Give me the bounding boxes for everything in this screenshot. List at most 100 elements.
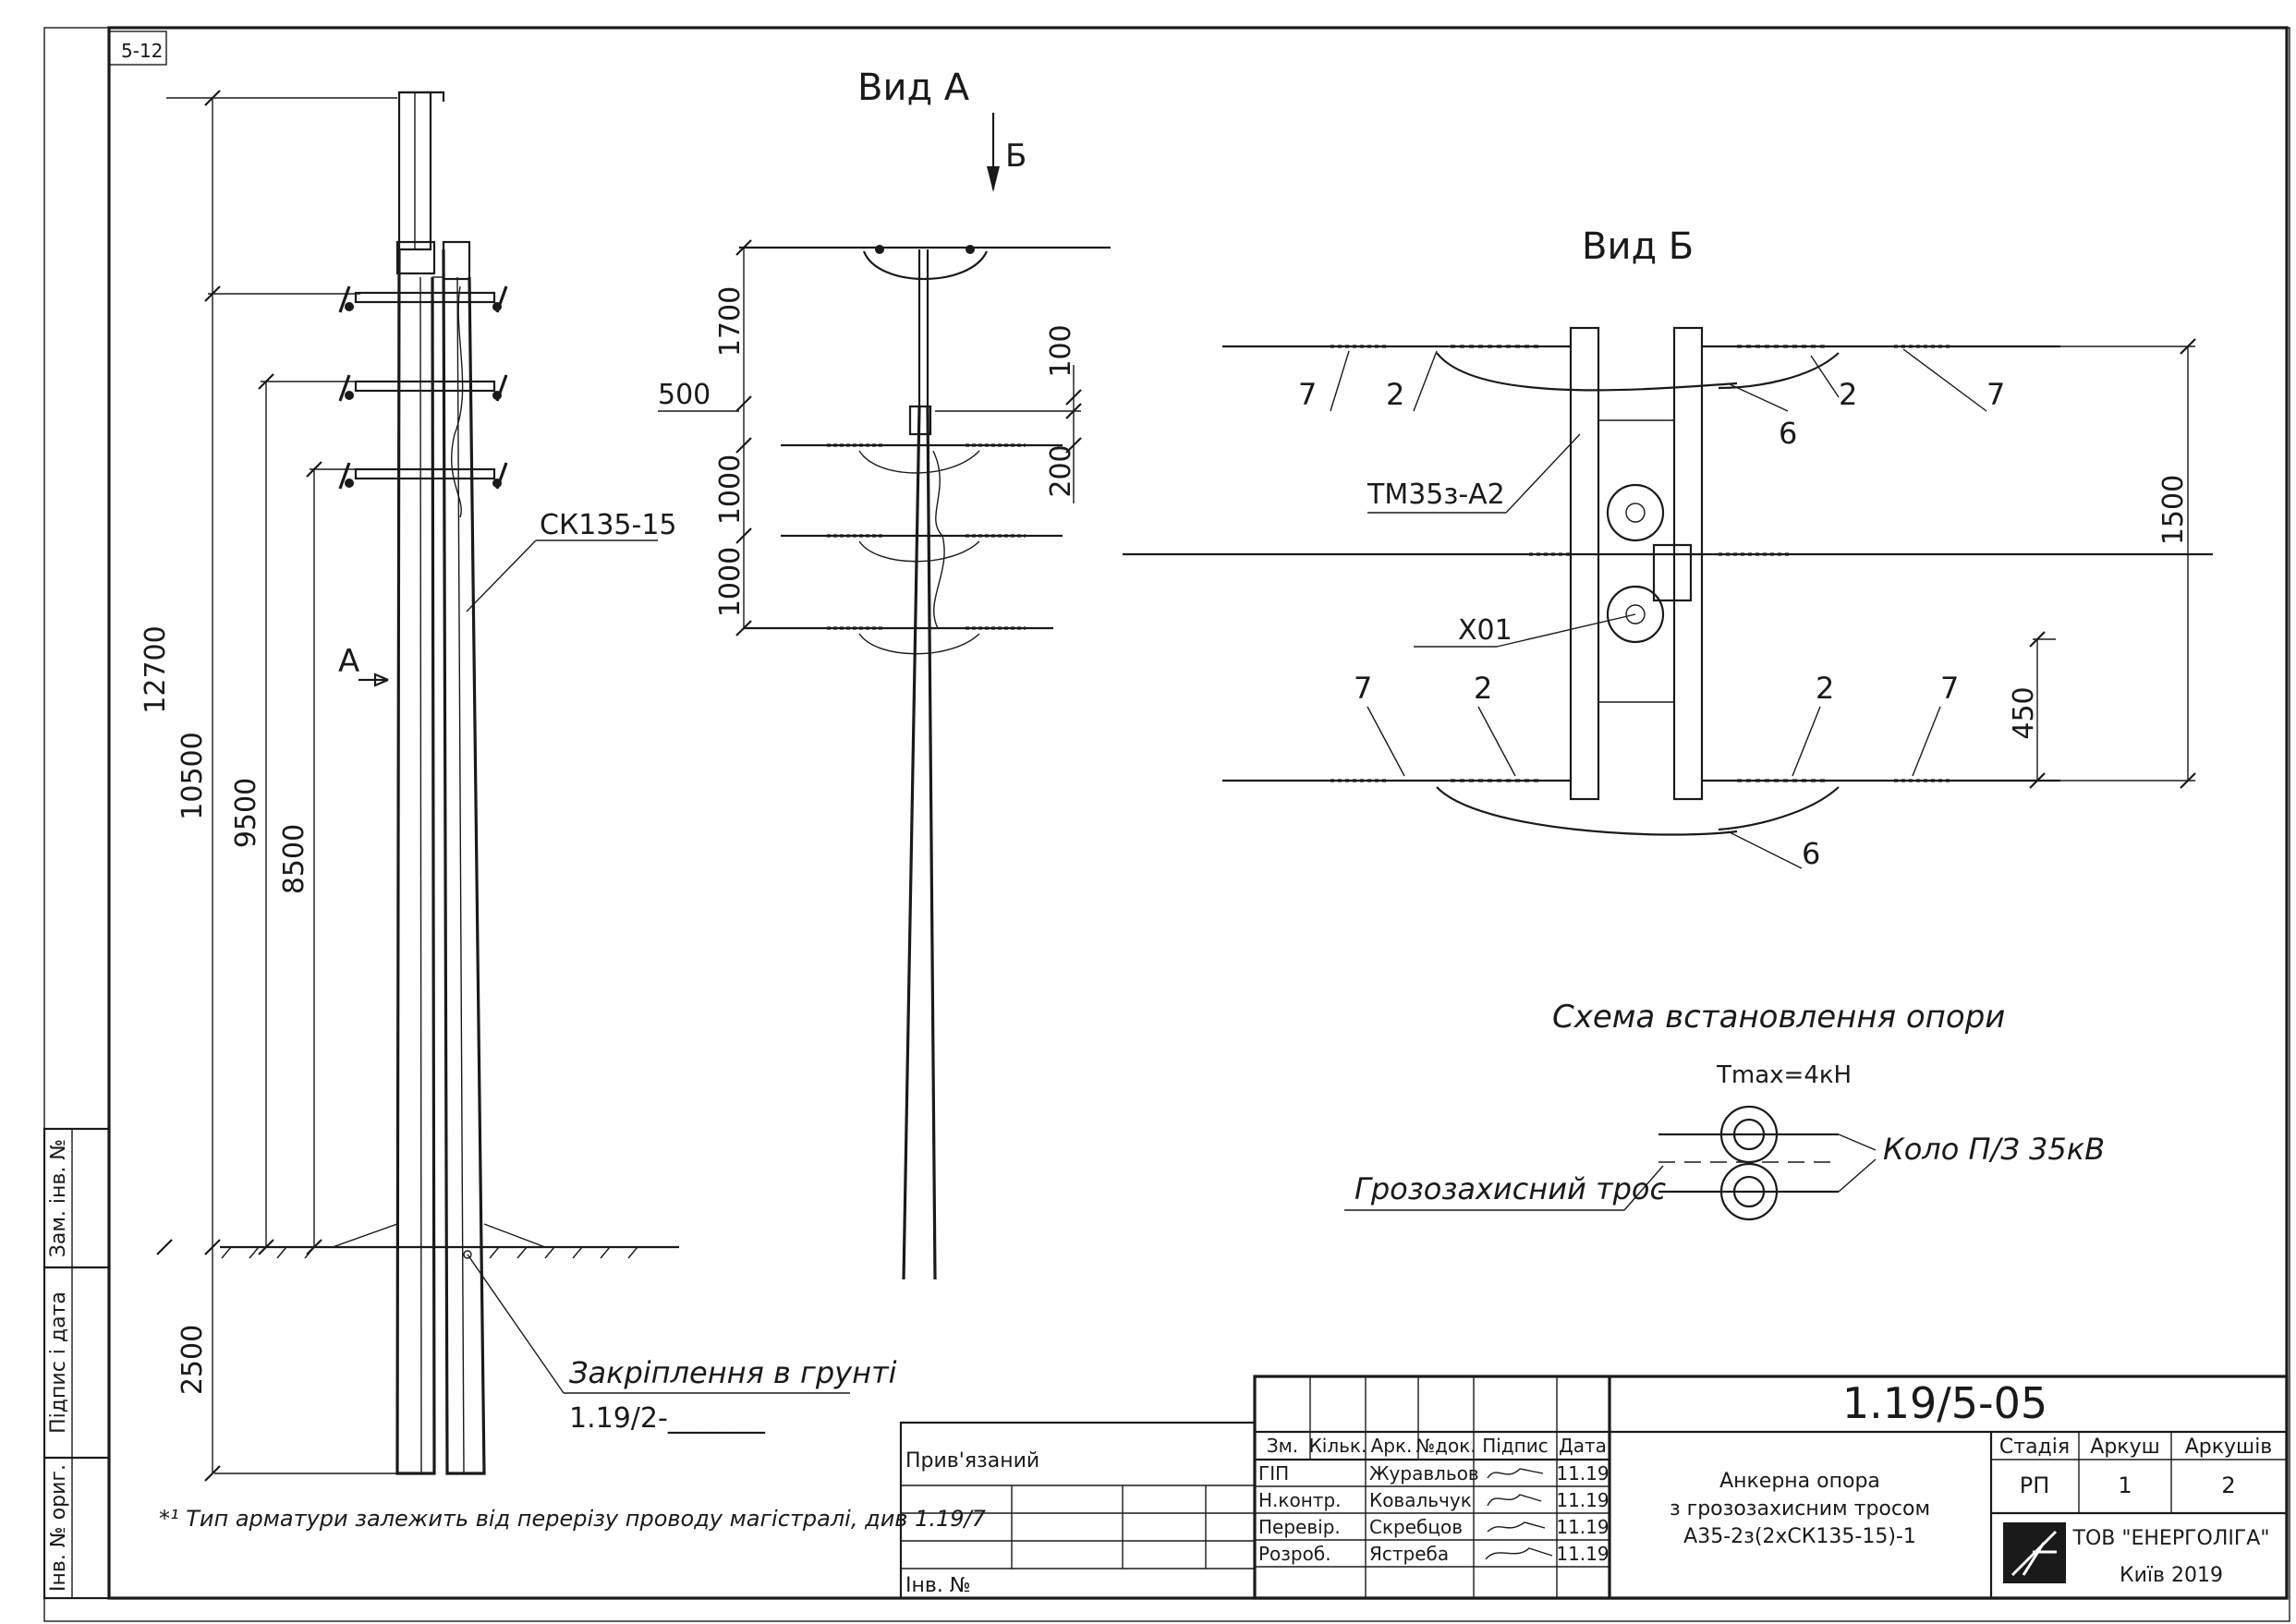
view-b-insulators xyxy=(1330,345,1950,782)
crossarm-upper xyxy=(338,285,508,313)
stamp-replaced-inv: Зам. інв. № xyxy=(47,1139,70,1258)
view-a-title: Вид А xyxy=(857,67,970,109)
part-2-ul: 2 xyxy=(1386,377,1404,412)
company-logo xyxy=(2003,1522,2066,1583)
part-7-lr: 7 xyxy=(1940,671,1959,706)
scheme-ground-wire-label: Грозозахисний трос xyxy=(1355,1171,1666,1206)
tb-stage-header: Стадія xyxy=(1999,1436,2070,1459)
part-2-ur: 2 xyxy=(1839,377,1857,412)
view-a-phase-2 xyxy=(781,534,1063,563)
sheet-id-box: 5-12 xyxy=(108,30,167,66)
tb-stage: РП xyxy=(2020,1473,2050,1498)
dim-12700: 12700 xyxy=(140,625,172,713)
tb-city-year: Київ 2019 xyxy=(2120,1564,2223,1587)
tb-h-date: Дата xyxy=(1559,1435,1607,1457)
dim-200: 200 xyxy=(1045,444,1077,497)
view-a-pole xyxy=(902,406,937,1280)
dim-100: 100 xyxy=(1045,324,1077,377)
tb-desc-3: А35-2з(2хСК135-15)-1 xyxy=(1683,1525,1916,1548)
tb-h-sheet: Арк. xyxy=(1371,1435,1413,1457)
tb-sheets: 2 xyxy=(2221,1473,2235,1498)
view-b-title: Вид Б xyxy=(1582,225,1694,268)
crossarm-middle xyxy=(338,374,508,402)
tb-sheet-header: Аркуш xyxy=(2090,1436,2159,1459)
pole-post-left xyxy=(395,248,436,1475)
label-tm35: ТМ35з-А2 xyxy=(1367,479,1505,511)
tb-h-change: Зм. xyxy=(1267,1435,1298,1457)
crossarm-lower xyxy=(338,462,508,490)
tb-desc-2: з грозозахисним тросом xyxy=(1670,1497,1930,1521)
dim-8500: 8500 xyxy=(278,824,310,894)
tb-name-3: Скребцов xyxy=(1369,1516,1463,1538)
part-7-ur: 7 xyxy=(1986,377,2005,412)
view-b: Вид Б xyxy=(1123,225,2213,871)
tb-role-3: Перевір. xyxy=(1258,1516,1341,1538)
dim-1700: 1700 xyxy=(714,286,747,357)
signature-2 xyxy=(1487,1494,1542,1507)
scheme-title: Схема встановлення опори xyxy=(1552,999,2005,1036)
dim-500: 500 xyxy=(658,379,711,411)
tb-date-4: 11.19 xyxy=(1556,1543,1609,1565)
pole-type-label: СК135-15 xyxy=(540,509,677,541)
tb-inv-no: Інв. № xyxy=(905,1574,971,1597)
signatures xyxy=(1485,1468,1553,1560)
scheme-circuit-label: Коло П/З 35кВ xyxy=(1883,1132,2105,1167)
footnote: *¹ Тип арматури залежить від перерізу пр… xyxy=(159,1506,987,1532)
tb-sheets-header: Аркушів xyxy=(2185,1436,2273,1459)
view-a: Вид А Б xyxy=(658,67,1111,1280)
title-block: Прив'язаний Інв. № Зм. Кільк. Арк. №док.… xyxy=(899,1375,2289,1600)
part-2-ll: 2 xyxy=(1474,671,1492,706)
stamp-inv-original: Інв. № ориг. xyxy=(47,1464,70,1592)
stamp-signature-date: Підпис і дата xyxy=(47,1291,70,1434)
tb-company: ТОВ "ЕНЕРГОЛІГА" xyxy=(2072,1527,2270,1550)
tb-date-3: 11.19 xyxy=(1556,1516,1609,1538)
section-marker-a: А xyxy=(338,643,359,680)
pole-post-right xyxy=(442,248,486,1475)
part-7-ul: 7 xyxy=(1298,377,1317,412)
tb-date-1: 11.19 xyxy=(1556,1462,1609,1485)
dim-9500: 9500 xyxy=(230,778,262,848)
tb-h-qty: Кільк. xyxy=(1309,1435,1367,1457)
dim-450: 450 xyxy=(2008,686,2040,739)
signature-1 xyxy=(1487,1468,1544,1479)
ground-hatch xyxy=(221,1246,638,1259)
view-b-post-left xyxy=(1569,326,1600,801)
tb-role-2: Н.контр. xyxy=(1258,1489,1342,1511)
tb-h-docno: №док. xyxy=(1415,1435,1476,1457)
view-a-phase-1 xyxy=(781,443,1063,474)
part-6-lower: 6 xyxy=(1802,836,1820,871)
dim-1500: 1500 xyxy=(2157,475,2190,545)
tb-role-1: ГІП xyxy=(1258,1462,1289,1485)
side-stamp: Зам. інв. № Підпис і дата Інв. № ориг. xyxy=(43,1127,111,1600)
dim-10500: 10500 xyxy=(176,732,209,819)
view-a-arrow-label: Б xyxy=(1005,138,1027,175)
sheet-id: 5-12 xyxy=(121,40,163,62)
tb-name-1: Журавльов xyxy=(1369,1462,1479,1485)
tb-doc-code: 1.19/5-05 xyxy=(1842,1378,2047,1428)
tb-name-2: Ковальчук xyxy=(1369,1489,1472,1511)
view-b-post-right xyxy=(1672,326,1704,801)
label-x01: Х01 xyxy=(1458,614,1512,647)
ground-fixing-label: Закріплення в грунті xyxy=(569,1355,897,1390)
dim-2500: 2500 xyxy=(176,1325,209,1395)
view-a-phase-3 xyxy=(744,626,1053,655)
part-2-lr: 2 xyxy=(1816,671,1834,706)
tb-attached: Прив'язаний xyxy=(905,1449,1039,1473)
signature-3 xyxy=(1487,1521,1546,1533)
tb-desc-1: Анкерна опора xyxy=(1719,1470,1880,1493)
section-arrow-a xyxy=(358,673,389,687)
dim-1000-lower: 1000 xyxy=(714,547,747,617)
scheme-tension: Tmax=4кН xyxy=(1716,1061,1852,1089)
installation-scheme: Схема встановлення опори Tmax=4кН Коло П… xyxy=(1344,999,2105,1221)
pole-side-view: 12700 10500 9500 8500 2500 А СК135-15 За… xyxy=(140,90,897,1482)
part-7-ll: 7 xyxy=(1354,671,1372,706)
part-6-upper: 6 xyxy=(1779,416,1797,451)
tb-h-signature: Підпис xyxy=(1482,1435,1549,1457)
tb-sheet: 1 xyxy=(2118,1473,2132,1498)
dim-1000-upper: 1000 xyxy=(714,454,747,525)
jumper-wire xyxy=(451,285,464,518)
drawing-frame xyxy=(107,26,2289,1600)
ground-fixing-ref: 1.19/2-_______ xyxy=(569,1402,766,1435)
signature-4 xyxy=(1485,1547,1553,1560)
